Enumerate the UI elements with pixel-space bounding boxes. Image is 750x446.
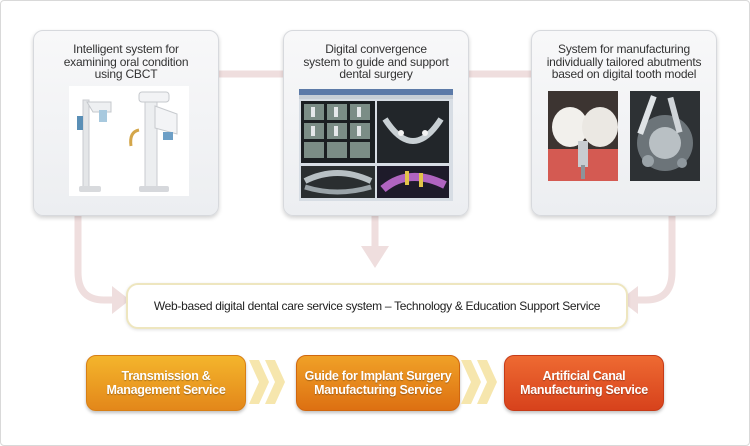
chevron-arrows-2-icon — [461, 360, 497, 404]
card-abutment: System for manufacturing individually ta… — [531, 30, 717, 216]
center-arrowhead — [361, 246, 389, 268]
transmission-management-service: Transmission & Management Service — [86, 355, 246, 411]
web-service-bar-text: Web-based digital dental care service sy… — [153, 299, 601, 313]
dental-abutment-photos — [548, 91, 700, 181]
card-surgery-guide: Digital convergence system to guide and … — [283, 30, 469, 216]
right-elbow-connector — [636, 214, 676, 304]
cbct-scanner-image — [69, 86, 189, 196]
card-surgery-guide-title: Digital convergence system to guide and … — [303, 42, 449, 81]
left-elbow-connector — [74, 214, 114, 304]
artificial-canal-service-label: Artificial Canal Manufacturing Service — [520, 369, 648, 397]
web-service-bar: Web-based digital dental care service sy… — [126, 283, 628, 329]
card-abutment-title: System for manufacturing individually ta… — [546, 42, 702, 81]
chevron-arrows-1-icon — [249, 360, 285, 404]
card-cbct: Intelligent system for examining oral co… — [33, 30, 219, 216]
transmission-management-service-label: Transmission & Management Service — [106, 369, 226, 397]
right-arrowhead — [620, 286, 638, 314]
artificial-canal-service: Artificial Canal Manufacturing Service — [504, 355, 664, 411]
implant-guide-service: Guide for Implant Surgery Manufacturing … — [296, 355, 460, 411]
card-cbct-title: Intelligent system for examining oral co… — [63, 42, 189, 81]
dental-imaging-software-screenshot — [299, 89, 453, 201]
left-arrowhead — [112, 286, 130, 314]
implant-guide-service-label: Guide for Implant Surgery Manufacturing … — [304, 369, 452, 397]
